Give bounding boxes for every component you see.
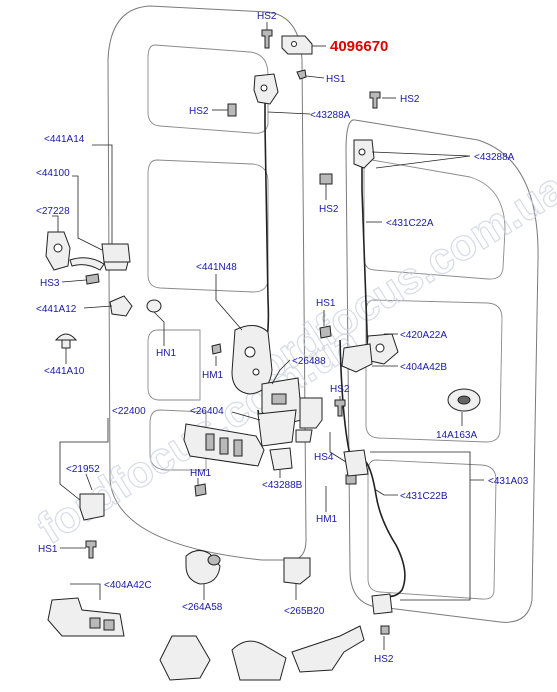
bracket-hs2: [295, 397, 323, 443]
label-441a12[interactable]: <441A12: [36, 304, 77, 315]
label-43288a-right[interactable]: <43288A: [474, 152, 515, 163]
label-hm1-b[interactable]: HM1: [190, 468, 212, 479]
callout-labels: 4096670 HS2 HS1 HS2 <43288A HS2 <441A14 …: [36, 11, 529, 665]
bottom-clip-2: [231, 640, 287, 681]
label-43288a-top[interactable]: <43288A: [310, 110, 351, 121]
label-hs2-lower[interactable]: HS2: [330, 384, 350, 395]
bumper-14a163a[interactable]: [447, 388, 481, 412]
label-431a03[interactable]: <431A03: [488, 476, 529, 487]
bottom-clip-1: [159, 635, 211, 681]
label-hs4[interactable]: HS4: [314, 452, 334, 463]
label-265b20[interactable]: <265B20: [284, 606, 325, 617]
outer-handle-441a14[interactable]: [101, 243, 131, 271]
label-hm1-c[interactable]: HM1: [316, 514, 338, 525]
top-latch-left: [253, 73, 279, 105]
label-hs1-top[interactable]: HS1: [326, 74, 346, 85]
label-264a58[interactable]: <264A58: [182, 602, 223, 613]
screw-icons: [85, 29, 390, 635]
label-441a14[interactable]: <441A14: [44, 134, 85, 145]
bushing-441a12[interactable]: [109, 295, 133, 317]
motor-264a58[interactable]: [185, 550, 221, 585]
label-hs2-top[interactable]: HS2: [257, 11, 277, 22]
cap-441a10[interactable]: [54, 333, 78, 349]
label-404a42c[interactable]: <404A42C: [104, 580, 152, 591]
lock-cylinder-27228[interactable]: [45, 231, 71, 271]
handle-link-44100: [69, 257, 105, 271]
inner-latch-26404[interactable]: [257, 409, 297, 447]
label-hn1[interactable]: HN1: [156, 348, 176, 359]
label-441a10[interactable]: <441A10: [44, 366, 85, 377]
actuator-404a42b[interactable]: [341, 343, 373, 373]
label-26488[interactable]: <26488: [292, 356, 326, 367]
label-44100[interactable]: <44100: [36, 168, 70, 179]
leader-lines: [52, 22, 484, 650]
label-431c22b[interactable]: <431C22B: [400, 491, 448, 502]
latch-43288b[interactable]: [269, 447, 293, 471]
bracket-265b20[interactable]: [283, 557, 311, 585]
bottom-clip-3: [291, 625, 365, 673]
label-420a22a[interactable]: <420A22A: [400, 330, 447, 341]
label-hs2-left[interactable]: HS2: [189, 106, 209, 117]
label-hs3[interactable]: HS3: [40, 278, 60, 289]
lower-latch-hs4: [343, 449, 369, 477]
label-hm1-a[interactable]: HM1: [202, 370, 224, 381]
actuator-404a42c[interactable]: [47, 597, 125, 637]
top-latch-right: [353, 139, 375, 169]
label-21952[interactable]: <21952: [66, 464, 100, 475]
label-404a42b[interactable]: <404A42B: [400, 362, 447, 373]
left-door: [107, 5, 307, 561]
label-hs2-mid[interactable]: HS2: [319, 204, 339, 215]
label-14a163a[interactable]: 14A163A: [436, 430, 477, 441]
part-number-label[interactable]: 4096670: [330, 38, 388, 55]
striker-part-4096670[interactable]: [281, 35, 313, 55]
label-22400[interactable]: <22400: [112, 406, 146, 417]
lower-rod-end: [371, 593, 393, 615]
label-hs1-bottom[interactable]: HS1: [38, 544, 58, 555]
label-hs2-bottom[interactable]: HS2: [374, 654, 394, 665]
label-43288b[interactable]: <43288B: [262, 480, 303, 491]
label-431c22a[interactable]: <431C22A: [386, 218, 434, 229]
plug-hn1: [146, 299, 162, 313]
label-26404[interactable]: <26404: [190, 406, 224, 417]
label-27228[interactable]: <27228: [36, 206, 70, 217]
lock-assembly-22400[interactable]: [183, 423, 265, 467]
clip-21952[interactable]: [79, 493, 105, 521]
label-hs1-mid[interactable]: HS1: [316, 298, 336, 309]
label-hs2-right[interactable]: HS2: [400, 94, 420, 105]
label-441n48[interactable]: <441N48: [196, 262, 237, 273]
